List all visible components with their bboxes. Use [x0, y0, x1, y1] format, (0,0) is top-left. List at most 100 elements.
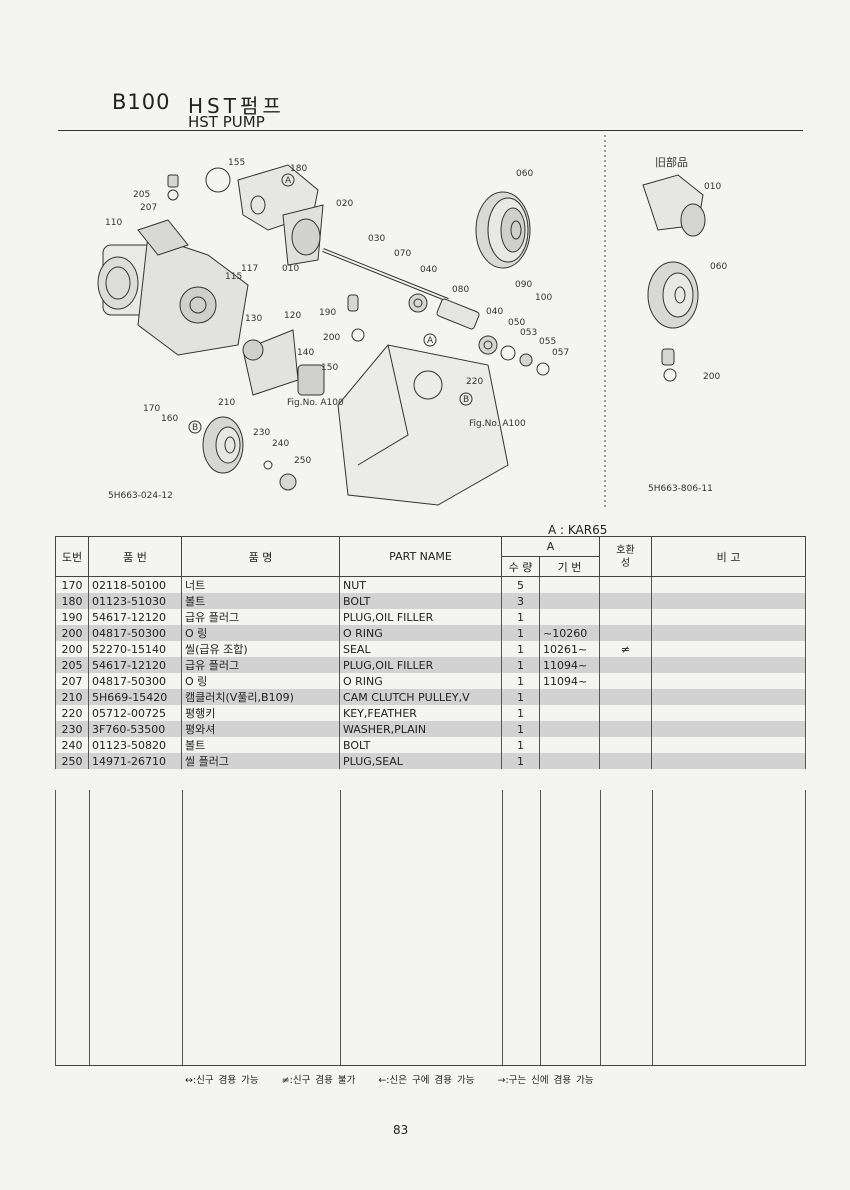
- row-name-en: O RING: [339, 625, 502, 641]
- row-part-no: 14971-26710: [88, 753, 182, 769]
- row-name-en: PLUG,OIL FILLER: [339, 657, 502, 673]
- callout-letter: A: [427, 336, 434, 346]
- column-rule: [182, 790, 183, 1065]
- row-serial: [539, 593, 600, 609]
- row-compat: ≠: [599, 641, 652, 657]
- row-no: 250: [55, 753, 89, 769]
- row-no: 207: [55, 673, 89, 689]
- legend-item: ←:신은 구에 겸용 가능: [378, 1075, 475, 1086]
- row-no: 210: [55, 689, 89, 705]
- part-label: 210: [218, 398, 235, 408]
- row-name-en: PLUG,SEAL: [339, 753, 502, 769]
- table-header-row: 도번 품 번 품 명 PART NAME A 호환성 비 고: [55, 536, 806, 577]
- part-label: 070: [394, 249, 411, 259]
- section-title-english: HST PUMP: [188, 113, 265, 131]
- part-label: 155: [228, 158, 245, 168]
- fig-ref-label: Fig.No. A100: [469, 419, 526, 429]
- row-name-ko: 평행키: [181, 705, 340, 721]
- row-qty: 1: [501, 753, 540, 769]
- part-label: 200: [323, 333, 340, 343]
- row-serial: ~10260: [539, 625, 600, 641]
- part-label: 130: [245, 314, 262, 324]
- part-label: 250: [294, 456, 311, 466]
- row-part-no: 52270-15140: [88, 641, 182, 657]
- part-label: 057: [552, 348, 569, 358]
- row-name-ko: 캠클러치(V풀리,B109): [181, 689, 340, 705]
- row-remark: [651, 576, 806, 593]
- page-number: 83: [393, 1123, 409, 1137]
- row-compat: [599, 753, 652, 769]
- row-serial: [539, 689, 600, 705]
- table-subheader-row: 수 량 기 번: [56, 556, 806, 577]
- row-remark: [651, 641, 806, 657]
- row-compat: [599, 721, 652, 737]
- row-name-ko: 급유 플러그: [181, 609, 340, 625]
- row-qty: 1: [501, 689, 540, 705]
- row-qty: 1: [501, 657, 540, 673]
- row-name-en: WASHER,PLAIN: [339, 721, 502, 737]
- row-compat: [599, 673, 652, 689]
- part-label: 230: [253, 428, 270, 438]
- col-header-name-ko: 품 명: [181, 536, 340, 577]
- part-label: 170: [143, 404, 160, 414]
- part-label: 020: [336, 199, 353, 209]
- row-compat: [599, 737, 652, 753]
- part-label: 150: [321, 363, 338, 373]
- part-label: 120: [284, 311, 301, 321]
- row-remark: [651, 689, 806, 705]
- row-name-ko: 씰(급유 조합): [181, 641, 340, 657]
- col-header-remark: 비 고: [651, 536, 806, 577]
- part-label: 115: [225, 272, 242, 282]
- row-part-no: 02118-50100: [88, 576, 182, 593]
- row-serial: 11094~: [539, 673, 600, 689]
- row-serial: [539, 609, 600, 625]
- row-qty: 1: [501, 641, 540, 657]
- row-name-ko: 평와셔: [181, 721, 340, 737]
- row-serial: [539, 753, 600, 769]
- part-label: 207: [140, 203, 157, 213]
- diagram-ref-code: 5H663-806-11: [648, 484, 713, 494]
- row-compat: [599, 689, 652, 705]
- part-label: 100: [535, 293, 552, 303]
- callout-letter: B: [192, 423, 198, 433]
- row-serial: [539, 721, 600, 737]
- row-no: 200: [55, 641, 89, 657]
- part-label: 240: [272, 439, 289, 449]
- col-header-part-no: 품 번: [88, 536, 182, 577]
- old-parts-heading: 旧部品: [655, 155, 688, 169]
- side-part-label: 060: [710, 262, 727, 272]
- fig-ref-label: Fig.No. A100: [287, 398, 344, 408]
- column-rule: [805, 790, 806, 1065]
- row-remark: [651, 705, 806, 721]
- exploded-parts-diagram: 155 180 205 207 110 020 060 030 070 040 …: [97, 135, 727, 510]
- row-compat: [599, 593, 652, 609]
- row-name-en: BOLT: [339, 737, 502, 753]
- row-name-en: KEY,FEATHER: [339, 705, 502, 721]
- row-name-ko: O 링: [181, 673, 340, 689]
- col-header-no: 도번: [55, 536, 89, 577]
- col-header-serial: 기 번: [539, 556, 600, 577]
- row-no: 230: [55, 721, 89, 737]
- column-rule: [540, 790, 541, 1065]
- part-label: 053: [520, 328, 537, 338]
- row-name-ko: 너트: [181, 576, 340, 593]
- header-rule: [58, 130, 803, 131]
- part-label: 160: [161, 414, 178, 424]
- row-remark: [651, 753, 806, 769]
- row-qty: 1: [501, 737, 540, 753]
- legend-item: →:구는 신에 겸용 가능: [497, 1075, 594, 1086]
- section-code: B100: [112, 90, 171, 114]
- column-rule: [652, 790, 653, 1065]
- row-serial: [539, 705, 600, 721]
- part-label: 040: [420, 265, 437, 275]
- part-label: 117: [241, 264, 258, 274]
- callout-group: A A B B: [188, 173, 473, 434]
- part-label: 050: [508, 318, 525, 328]
- row-part-no: 3F760-53500: [88, 721, 182, 737]
